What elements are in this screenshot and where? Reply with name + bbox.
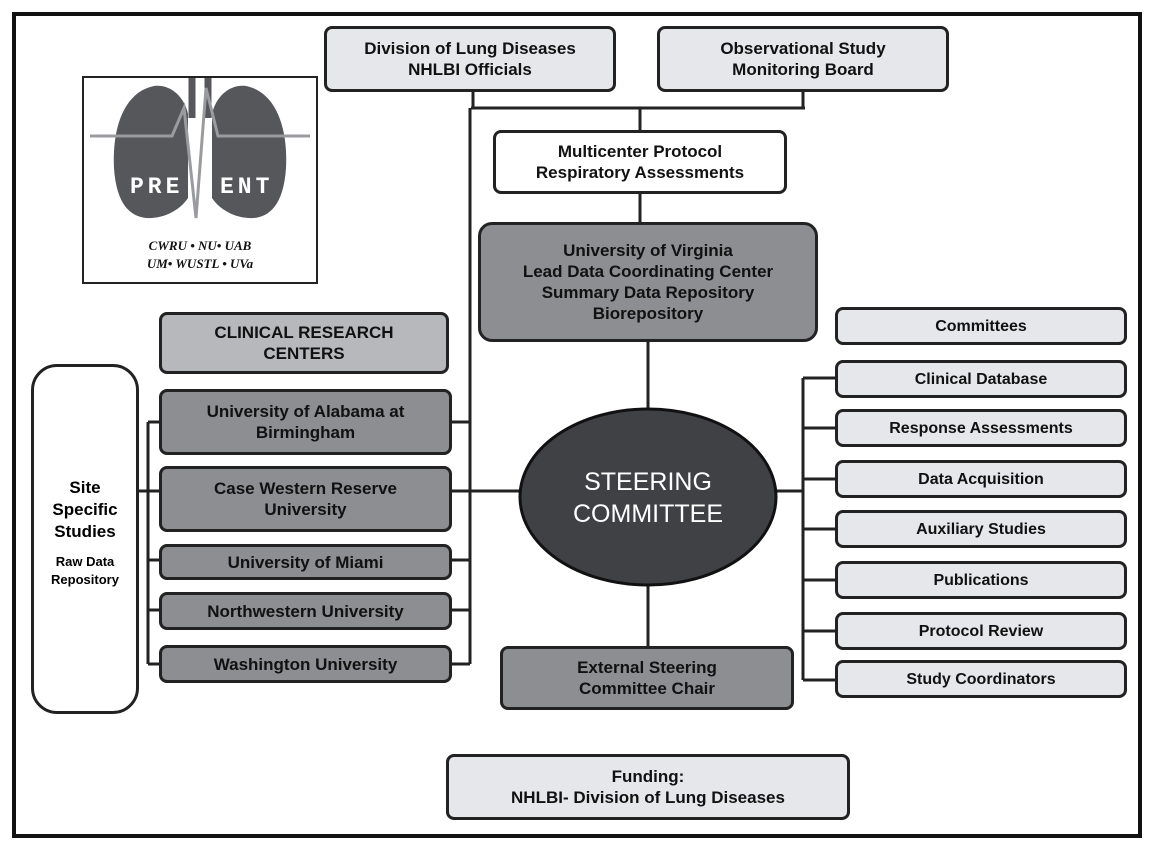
committee-label: Auxiliary Studies xyxy=(916,520,1046,538)
committee-label: Study Coordinators xyxy=(906,670,1056,688)
committee-study-coordinators: Study Coordinators xyxy=(835,660,1127,698)
committee-response-assessments: Response Assessments xyxy=(835,409,1127,447)
crc-line1: CLINICAL RESEARCH xyxy=(214,323,394,342)
external-line1: External Steering xyxy=(577,658,717,677)
center-case-western-line2: University xyxy=(264,500,347,519)
committee-label: Publications xyxy=(933,571,1029,589)
committee-protocol-review: Protocol Review xyxy=(835,612,1127,650)
committee-label: Response Assessments xyxy=(889,419,1073,437)
steering-line2: COMMITTEE xyxy=(573,500,723,528)
committee-auxiliary-studies: Auxiliary Studies xyxy=(835,510,1127,548)
committee-clinical-database: Clinical Database xyxy=(835,360,1127,398)
center-northwestern-label: Northwestern University xyxy=(207,601,404,621)
site-sub2: Repository xyxy=(51,572,119,587)
site-line1: Site xyxy=(69,478,101,497)
committees-header-label: Committees xyxy=(935,317,1027,335)
logo-institutions-line1: CWRU • NU• UAB xyxy=(148,238,252,253)
steering-ellipse xyxy=(518,407,778,587)
steering-line1: STEERING xyxy=(584,468,712,496)
uva-line2: Lead Data Coordinating Center xyxy=(522,262,774,281)
uva-line1: University of Virginia xyxy=(563,241,733,260)
nhlbi-line1: Division of Lung Diseases xyxy=(364,39,576,58)
center-washington-label: Washington University xyxy=(213,654,398,674)
committee-data-acquisition: Data Acquisition xyxy=(835,460,1127,498)
center-case-western-line1: Case Western Reserve xyxy=(213,479,397,498)
logo-institutions-line2: UM• WUSTL • UVa xyxy=(146,256,254,271)
site-specific-studies-box: Site Specific Studies Raw Data Repositor… xyxy=(31,364,139,714)
center-box-washington: Washington University xyxy=(159,645,452,683)
prevent-logo: PRE ENT CWRU • NU• UAB UM• WUSTL • UVa xyxy=(82,76,318,284)
funding-box: Funding: NHLBI- Division of Lung Disease… xyxy=(446,754,850,820)
diagram-frame xyxy=(12,12,1142,838)
crc-line2: CENTERS xyxy=(263,344,345,363)
center-miami-label: University of Miami xyxy=(227,552,384,572)
protocol-line1: Multicenter Protocol xyxy=(557,142,723,161)
osmb-box: Observational Study Monitoring Board xyxy=(657,26,949,92)
funding-line2: NHLBI- Division of Lung Diseases xyxy=(511,788,785,807)
committee-publications: Publications xyxy=(835,561,1127,599)
protocol-line2: Respiratory Assessments xyxy=(535,163,745,182)
osmb-line1: Observational Study xyxy=(720,39,886,58)
steering-committee-label: STEERING COMMITTEE xyxy=(518,408,778,588)
lungs-logo-icon xyxy=(90,78,310,219)
committee-label: Data Acquisition xyxy=(918,470,1044,488)
logo-word-left: PRE xyxy=(130,174,184,200)
clinical-research-centers-header: CLINICAL RESEARCH CENTERS xyxy=(159,312,449,374)
center-alabama-line1: University of Alabama at xyxy=(206,402,405,421)
external-line2: Committee Chair xyxy=(578,679,716,698)
external-chair-box: External Steering Committee Chair xyxy=(500,646,794,710)
uva-line3: Summary Data Repository xyxy=(541,283,755,302)
logo-word-right: ENT xyxy=(220,174,274,200)
protocol-box: Multicenter Protocol Respiratory Assessm… xyxy=(493,130,787,194)
nhlbi-line2: NHLBI Officials xyxy=(408,60,532,79)
committee-label: Clinical Database xyxy=(914,370,1048,388)
center-box-northwestern: Northwestern University xyxy=(159,592,452,630)
site-line3: Studies xyxy=(54,522,116,541)
center-box-alabama: University of Alabama at Birmingham xyxy=(159,389,452,455)
committee-label: Protocol Review xyxy=(918,622,1044,640)
osmb-line2: Monitoring Board xyxy=(732,60,874,79)
site-sub1: Raw Data xyxy=(55,554,115,569)
site-line2: Specific xyxy=(52,500,118,519)
uva-box: University of Virginia Lead Data Coordin… xyxy=(478,222,818,342)
committees-header: Committees xyxy=(835,307,1127,345)
uva-line4: Biorepository xyxy=(592,304,704,323)
funding-line1: Funding: xyxy=(611,767,685,786)
nhlbi-officials-box: Division of Lung Diseases NHLBI Official… xyxy=(324,26,616,92)
center-box-miami: University of Miami xyxy=(159,544,452,580)
center-box-case-western: Case Western Reserve University xyxy=(159,466,452,532)
center-alabama-line2: Birmingham xyxy=(255,423,356,442)
